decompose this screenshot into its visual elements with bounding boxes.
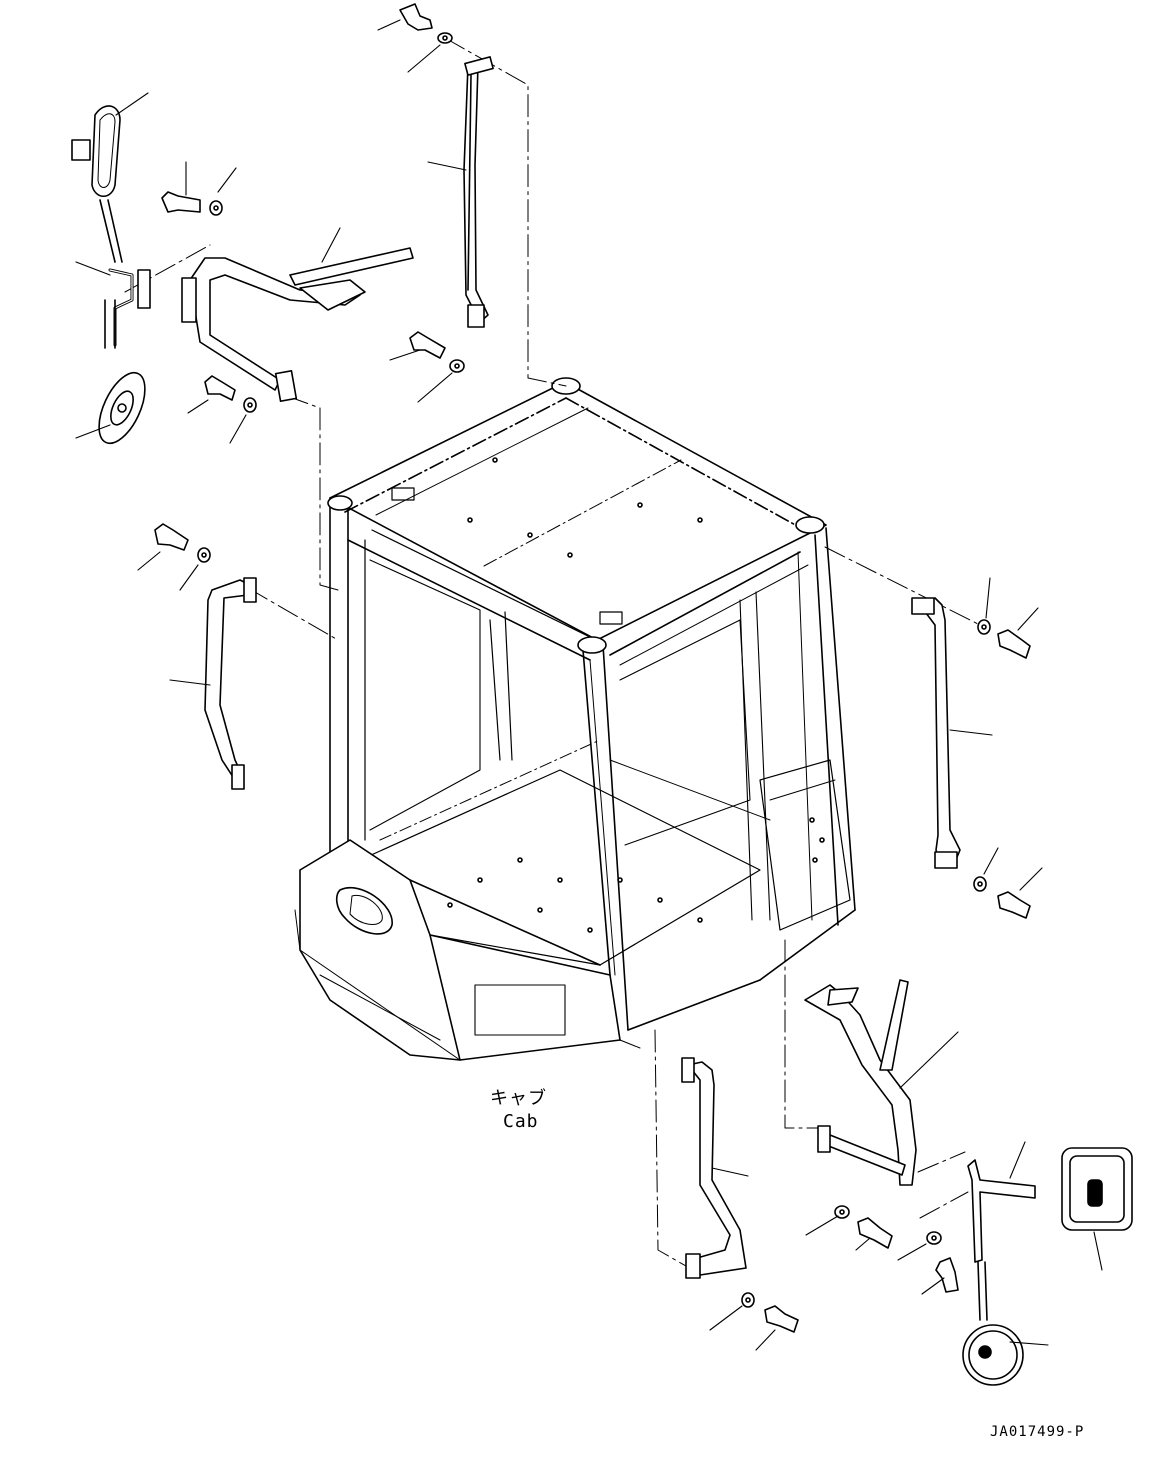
round-mirror-icon xyxy=(962,1324,1024,1386)
bolt-icon xyxy=(857,1217,893,1249)
washer-icon xyxy=(926,1231,942,1245)
mirror-stay-icon xyxy=(967,1159,1036,1321)
cab-front-console xyxy=(299,839,461,1061)
drawing-number: JA017499-P xyxy=(990,1424,1085,1440)
washer-icon xyxy=(209,200,223,216)
mirror-stay-icon xyxy=(104,268,151,349)
bolt-icon xyxy=(764,1305,799,1333)
bolt-icon xyxy=(204,375,236,401)
washer-icon xyxy=(437,32,453,44)
assembly-lines xyxy=(124,37,981,1271)
bolt-icon xyxy=(154,523,189,551)
round-mirror-icon xyxy=(98,371,146,445)
bolt-icon xyxy=(997,629,1031,659)
cab-frame-icon xyxy=(294,377,856,1061)
cab-label-japanese: キャブ xyxy=(490,1088,547,1109)
bolt-icon xyxy=(997,891,1031,919)
bolt-icon xyxy=(935,1257,959,1293)
washer-icon xyxy=(197,547,211,563)
washer-icon xyxy=(449,359,465,373)
washer-icon xyxy=(973,876,987,892)
right-mirror-bracket xyxy=(804,979,917,1186)
bolt-icon xyxy=(399,3,433,31)
pillar-front-center xyxy=(582,649,611,976)
handrail-icon xyxy=(911,597,961,869)
bolt-icon xyxy=(161,191,201,213)
mirror-icon xyxy=(71,105,123,263)
cab-label-english: Cab xyxy=(503,1111,539,1132)
pillar-rear-right xyxy=(814,534,839,926)
cab-roof xyxy=(329,381,827,641)
handrail-icon xyxy=(204,577,257,790)
left-mirror-bracket xyxy=(181,247,414,402)
washer-icon xyxy=(977,619,991,635)
callout-leaders xyxy=(75,19,1103,1351)
washer-icon xyxy=(243,397,257,413)
handrail-icon xyxy=(681,1057,747,1279)
handrail-icon xyxy=(463,56,494,328)
washer-icon xyxy=(834,1205,850,1219)
washer-icon xyxy=(741,1292,755,1308)
mirror-icon xyxy=(1061,1147,1133,1231)
bolt-icon xyxy=(409,331,446,359)
